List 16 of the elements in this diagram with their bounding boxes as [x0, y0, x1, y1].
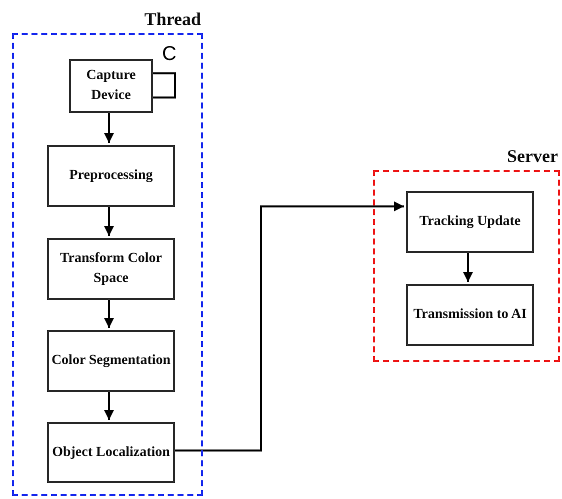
process-box: Capture Device	[69, 59, 153, 113]
group-title: Server	[507, 146, 558, 167]
process-box: Preprocessing	[47, 145, 175, 207]
loop-line	[151, 72, 176, 98]
arrow	[104, 205, 114, 236]
group-title: Thread	[144, 9, 201, 30]
process-box: Object Localization	[47, 422, 175, 483]
arrow	[463, 251, 473, 282]
arrow	[104, 390, 114, 420]
arrow	[104, 298, 114, 328]
arrow	[173, 201, 404, 452]
process-box: Transform Color Space	[47, 238, 175, 300]
process-box: Color Segmentation	[47, 330, 175, 392]
process-box: Tracking Update	[406, 191, 534, 253]
arrow	[104, 111, 114, 143]
process-box: Transmission to AI	[406, 284, 534, 346]
